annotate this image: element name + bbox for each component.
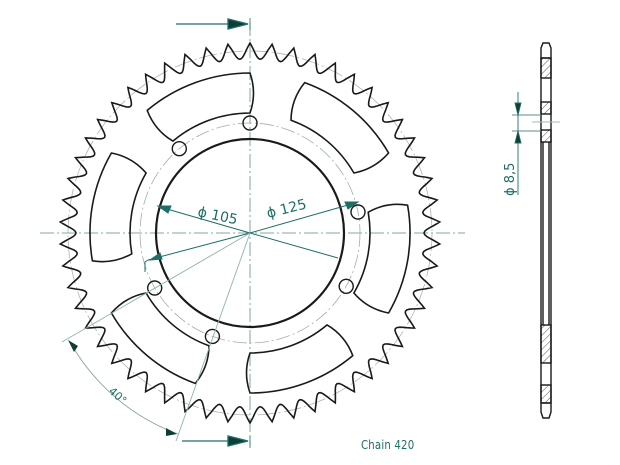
bolt-hole (338, 278, 354, 294)
arrow-right-icon (227, 18, 249, 30)
pitch-circle (67, 50, 433, 416)
bolt-hole (146, 280, 163, 296)
bolt-circle (139, 122, 361, 344)
bolt-hole (204, 328, 221, 345)
bolt-hole (242, 115, 258, 131)
arrow-up-icon (514, 130, 522, 144)
lightening-slot (353, 203, 411, 314)
lightening-slot (146, 72, 255, 142)
angle-dimension (61, 232, 251, 442)
bore-diameter-label: ϕ 105 (196, 204, 239, 228)
side-view-dimension (512, 92, 560, 195)
arrow-icon (68, 340, 78, 352)
lightening-slot (290, 81, 390, 174)
diameter-dimensions (144, 201, 360, 272)
bolt-hole (171, 140, 188, 157)
bolt-holes (146, 115, 366, 345)
lightening-slot (110, 292, 210, 385)
arrow-right-icon (227, 435, 249, 447)
side-view (540, 42, 552, 419)
lightening-slot (89, 152, 147, 263)
bolt-hole (350, 204, 366, 220)
arrow-icon (166, 428, 177, 436)
section-arrows (176, 18, 251, 448)
bolt-hole-diameter-label: ϕ 8,5 (503, 163, 518, 196)
sprocket-teeth-outline (58, 41, 442, 425)
bore-circle (154, 137, 346, 329)
arrow-down-icon (514, 102, 522, 116)
chain-size-label: Chain 420 (361, 438, 415, 452)
lightening-slot (245, 324, 354, 394)
angle-label: 40° (106, 385, 129, 408)
